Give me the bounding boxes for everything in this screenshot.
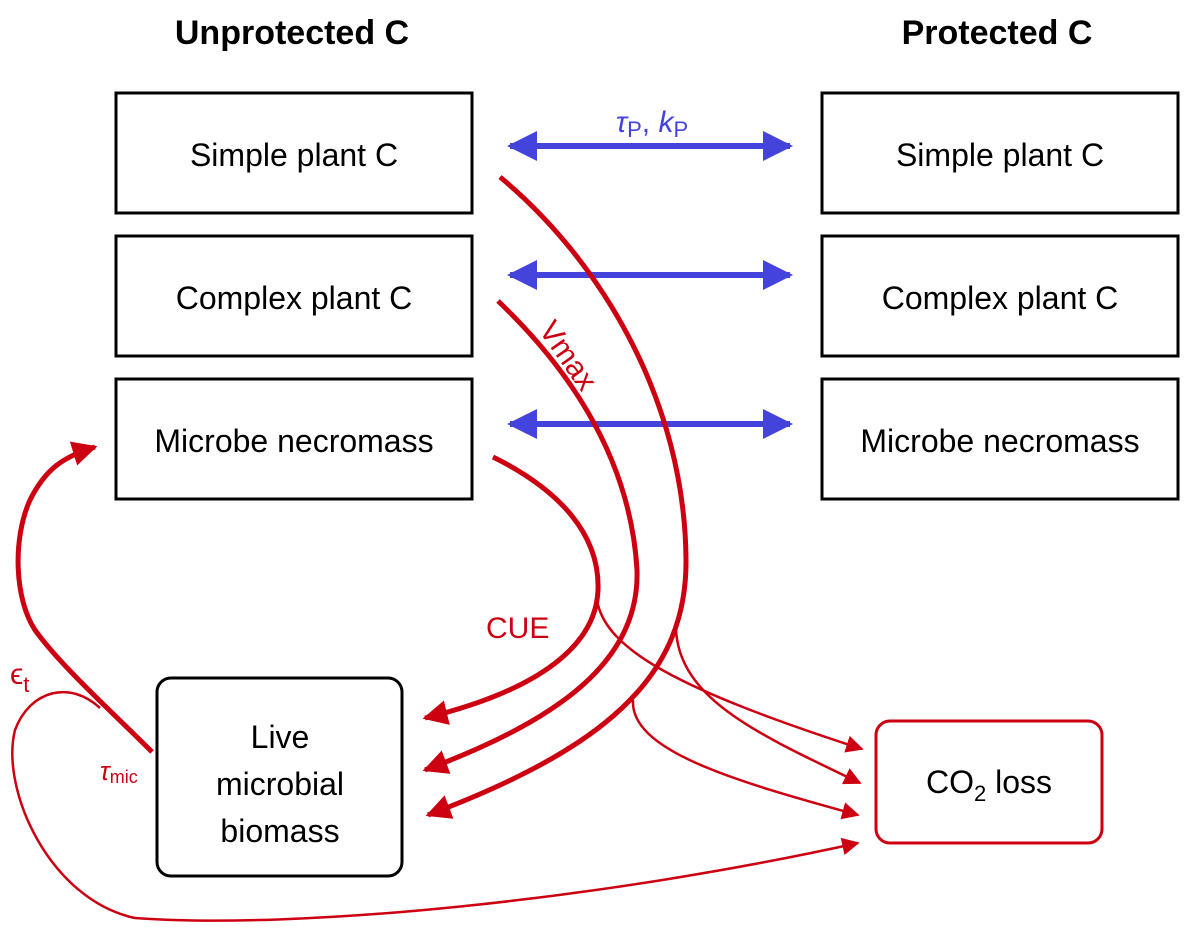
uptake-flow-complex — [422, 299, 640, 774]
unprotected-pool-simple: Simple plant C — [114, 91, 474, 215]
protected-pool-necromass: Microbe necromass — [820, 377, 1180, 501]
epsilon-label: ϵt — [10, 658, 29, 697]
pool-label: Microbe necromass — [154, 423, 433, 459]
protection-rate-label: τP, kP — [616, 106, 688, 142]
pool-label: Simple plant C — [190, 137, 398, 173]
pool-label: Simple plant C — [896, 137, 1104, 173]
turnover-flow-to-co2 — [11, 690, 860, 922]
protected-pool-complex: Complex plant C — [820, 234, 1180, 358]
protected-pool-simple: Simple plant C — [820, 91, 1180, 215]
respiration-flow-complex — [631, 699, 860, 820]
unprotected-pool-necromass: Microbe necromass — [114, 377, 474, 501]
unprotected-pool-complex: Complex plant C — [114, 234, 474, 358]
pool-label: Complex plant C — [882, 280, 1119, 316]
cue-label: CUE — [486, 612, 549, 645]
uptake-flow-necromass — [422, 454, 601, 725]
pool-label: Microbe necromass — [860, 423, 1139, 459]
co2-loss-box: CO2 loss — [874, 719, 1104, 845]
respiration-flow-simple — [674, 629, 862, 785]
biomass-label-line-2: microbial — [216, 766, 344, 802]
biomass-label-line-3: biomass — [220, 813, 339, 849]
biomass-label-line-1: Live — [251, 719, 310, 755]
co2-loss-label: CO2 loss — [926, 764, 1052, 806]
microbial-biomass-box: Live microbial biomass — [155, 676, 404, 878]
uptake-flow-simple — [425, 175, 689, 819]
respiration-flow-necromass — [595, 599, 864, 753]
pool-label: Complex plant C — [176, 280, 413, 316]
tau-mic-label: τmic — [100, 756, 138, 787]
unprotected-column-title: Unprotected C — [175, 14, 409, 52]
protected-column-title: Protected C — [902, 14, 1093, 52]
turnover-flow-to-necromass — [15, 441, 154, 754]
vmax-label: Vmax — [532, 315, 603, 397]
